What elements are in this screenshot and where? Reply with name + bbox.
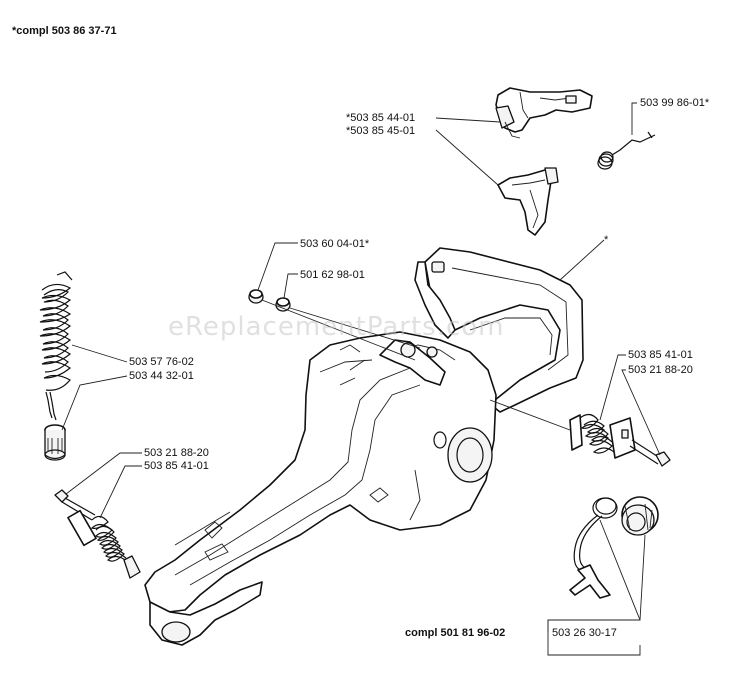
part-label-503-21-88-20-right: 503 21 88-20 — [628, 364, 693, 376]
part-label-503-99-86-01: 503 99 86-01* — [640, 97, 710, 109]
part-label-503-44-32-01: 503 44 32-01 — [129, 370, 194, 382]
part-label-star: * — [604, 234, 609, 246]
tank-housing — [144, 247, 584, 646]
fuel-hose — [39, 271, 73, 421]
grommets — [248, 289, 291, 312]
trigger-lockout — [497, 167, 559, 236]
compl-main-label: *compl 503 86 37-71 — [12, 25, 117, 37]
fuel-filter — [44, 424, 66, 461]
throttle-trigger — [495, 87, 593, 139]
part-label-503-85-41-01-right: 503 85 41-01 — [628, 349, 693, 361]
part-label-503-57-76-02: 503 57 76-02 — [129, 356, 194, 368]
part-label-503-60-04-01: 503 60 04-01* — [300, 238, 370, 250]
part-label-503-85-45-01: *503 85 45-01 — [346, 125, 416, 137]
av-spring-left — [54, 489, 141, 579]
compl-cap-label: compl 501 81 96-02 — [405, 627, 506, 639]
throttle-spring — [597, 131, 656, 170]
leader-lines — [61, 102, 661, 656]
fuel-cap — [569, 496, 659, 599]
av-spring-right — [569, 413, 671, 467]
part-label-503-85-44-01: *503 85 44-01 — [346, 112, 416, 124]
part-label-503-21-88-20-left: 503 21 88-20 — [144, 447, 209, 459]
watermark: eReplacementParts.com — [168, 312, 505, 342]
part-label-503-85-41-01-left: 503 85 41-01 — [144, 460, 209, 472]
part-label-503-26-30-17: 503 26 30-17 — [552, 627, 617, 639]
part-label-501-62-98-01: 501 62 98-01 — [300, 269, 365, 281]
